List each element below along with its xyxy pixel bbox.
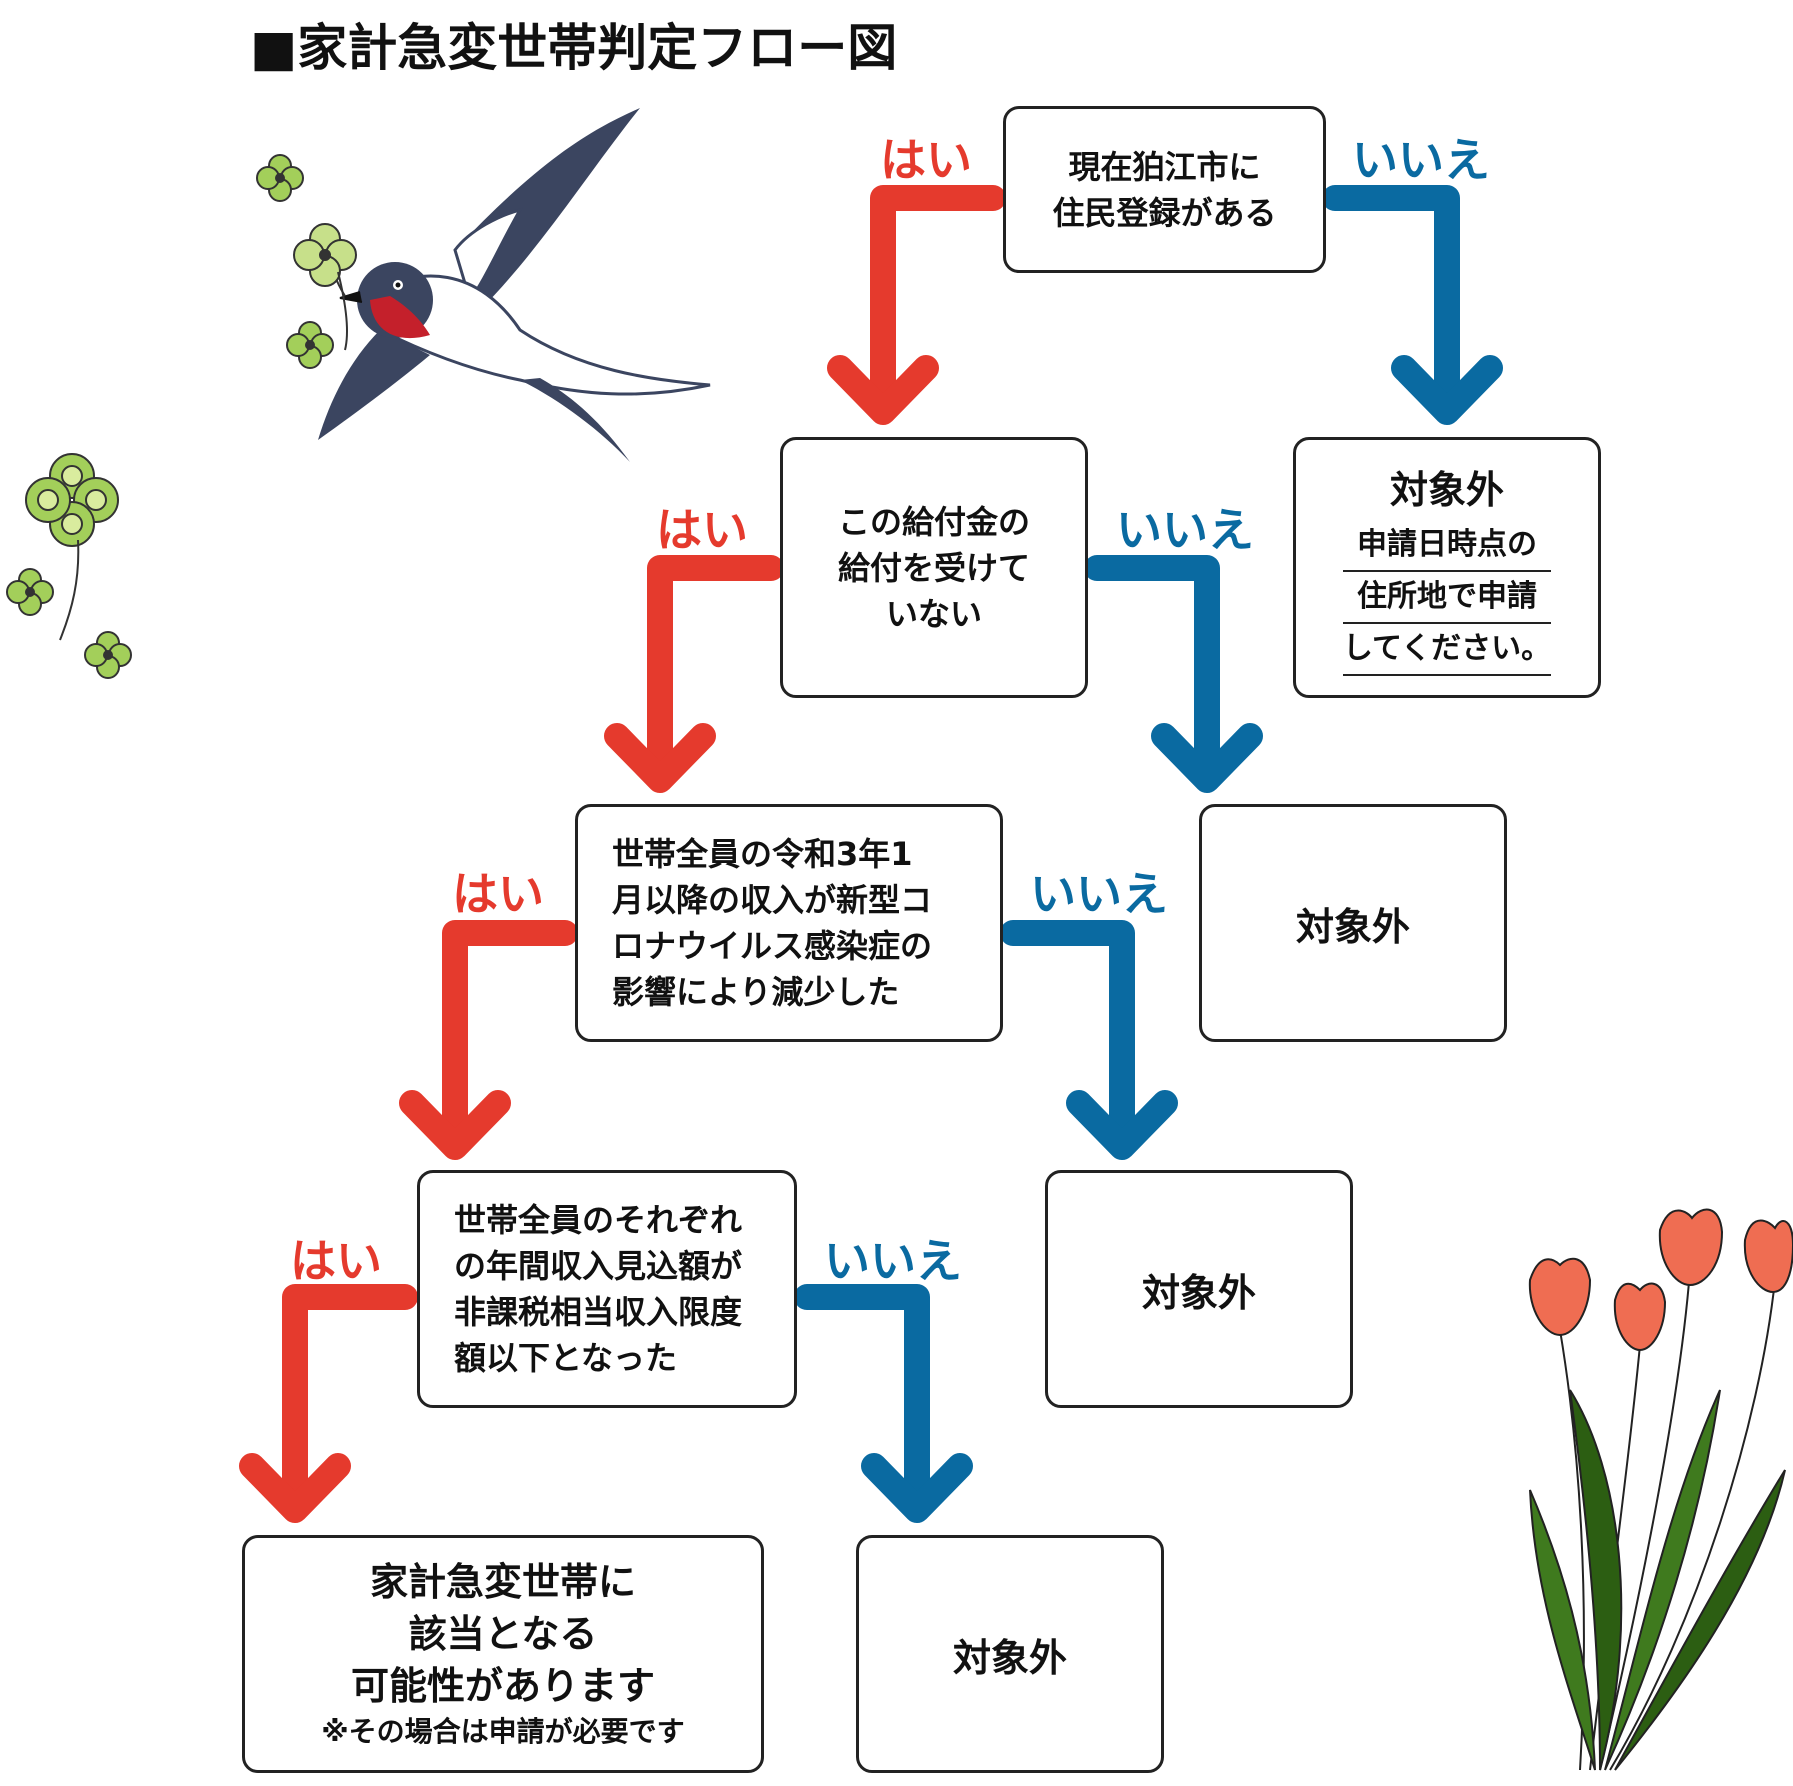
question-2-not-received: この給付金の 給付を受けて いない bbox=[780, 437, 1088, 698]
label-yes-1: はい bbox=[880, 133, 972, 187]
outcome-3-not-eligible: 対象外 bbox=[1045, 1170, 1353, 1408]
final-note: ※その場合は申請が必要です bbox=[321, 1715, 685, 1748]
q3-line-4: 影響により減少した bbox=[612, 973, 900, 1011]
label-no-1: いいえ bbox=[1352, 133, 1490, 187]
label-no-4: いいえ bbox=[824, 1234, 962, 1288]
page-title: ■家計急変世帯判定フロー図 bbox=[250, 19, 898, 77]
question-1-residency: 現在狛江市に 住民登録がある bbox=[1003, 106, 1326, 273]
arrow-no-1 bbox=[1322, 185, 1503, 425]
clover-illustration bbox=[6, 154, 357, 679]
final-result-eligible: 家計急変世帯に 該当となる 可能性があります ※その場合は申請が必要です bbox=[242, 1535, 764, 1773]
final-line-1: 家計急変世帯に bbox=[369, 1560, 636, 1604]
q3-line-2: 月以降の収入が新型コ bbox=[612, 881, 933, 919]
out1-note-line-1: 申請日時点の bbox=[1342, 520, 1552, 572]
q4-line-2: の年間収入見込額が bbox=[454, 1247, 743, 1285]
arrow-no-3 bbox=[1000, 920, 1178, 1160]
q2-line-2: 給付を受けて bbox=[837, 548, 1030, 587]
outcome-2-not-eligible: 対象外 bbox=[1199, 804, 1507, 1042]
label-no-2: いいえ bbox=[1116, 503, 1254, 557]
question-3-income-decrease: 世帯全員の令和3年1 月以降の収入が新型コ ロナウイルス感染症の 影響により減少… bbox=[575, 804, 1003, 1042]
q2-line-1: この給付金の bbox=[837, 502, 1030, 541]
swallow-illustration bbox=[318, 108, 711, 462]
q4-line-1: 世帯全員のそれぞれ bbox=[454, 1201, 743, 1239]
arrow-yes-3 bbox=[399, 920, 578, 1160]
label-yes-2: はい bbox=[656, 503, 748, 557]
arrow-yes-4 bbox=[239, 1284, 418, 1523]
final-line-2: 該当となる bbox=[408, 1612, 598, 1656]
out1-note-line-2: 住所地で申請 bbox=[1342, 572, 1552, 624]
final-line-3: 可能性があります bbox=[350, 1664, 655, 1708]
out1-note: 申請日時点の 住所地で申請 してください。 bbox=[1342, 520, 1552, 676]
q3-line-1: 世帯全員の令和3年1 bbox=[612, 835, 913, 873]
outcome-1-not-eligible: 対象外 申請日時点の 住所地で申請 してください。 bbox=[1293, 437, 1601, 698]
question-4-income-limit: 世帯全員のそれぞれ の年間収入見込額が 非課税相当収入限度 額以下となった bbox=[417, 1170, 797, 1408]
outcome-4-not-eligible: 対象外 bbox=[856, 1535, 1164, 1773]
arrow-no-2 bbox=[1084, 555, 1263, 793]
arrow-no-4 bbox=[794, 1284, 973, 1523]
q2-line-3: いない bbox=[885, 594, 982, 633]
label-no-3: いいえ bbox=[1030, 867, 1168, 921]
q4-line-3: 非課税相当収入限度 bbox=[454, 1293, 743, 1331]
arrow-yes-2 bbox=[604, 555, 784, 793]
label-yes-4: はい bbox=[290, 1234, 382, 1288]
q1-line-1: 現在狛江市に bbox=[1068, 147, 1261, 186]
label-yes-3: はい bbox=[452, 867, 544, 921]
q4-line-4: 額以下となった bbox=[454, 1339, 678, 1377]
q3-line-3: ロナウイルス感染症の bbox=[612, 927, 933, 965]
out1-note-line-3: してください。 bbox=[1342, 624, 1552, 676]
arrow-yes-1 bbox=[827, 185, 1006, 425]
q1-line-2: 住民登録がある bbox=[1052, 193, 1277, 232]
out1-title: 対象外 bbox=[1389, 468, 1504, 512]
tulip-illustration bbox=[1528, 1208, 1793, 1771]
